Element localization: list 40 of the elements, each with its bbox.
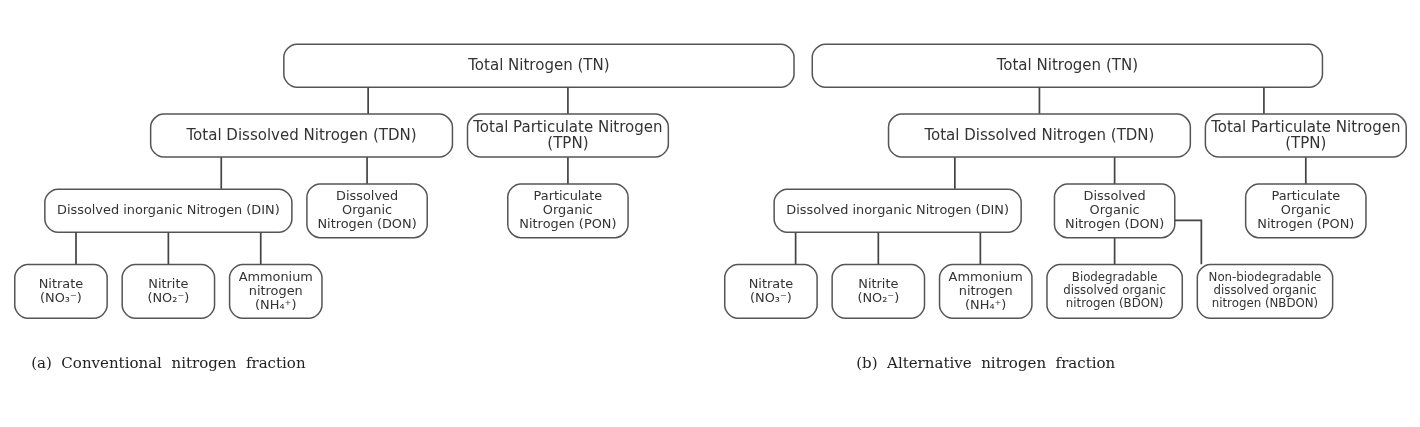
connector	[1304, 156, 1307, 185]
connector	[1262, 86, 1265, 114]
label: (b) Alternative nitrogen fraction	[855, 353, 1115, 372]
node-box: Dissolved Organic Nitrogen (DON)	[305, 182, 428, 238]
connector	[1113, 236, 1115, 265]
node-box: Total Dissolved Nitrogen (TDN)	[149, 112, 453, 158]
connector	[566, 86, 569, 114]
node-box: Particulate Organic Nitrogen (PON)	[506, 182, 629, 238]
connector	[794, 231, 796, 265]
connector	[259, 231, 262, 265]
node-box: Total Nitrogen (TN)	[282, 43, 795, 88]
connector	[1173, 219, 1202, 265]
node-box: Nitrate (NO₃⁻)	[13, 263, 108, 319]
connector	[366, 86, 369, 114]
node-box: Ammonium nitrogen (NH₄⁺)	[228, 263, 323, 319]
connector	[566, 156, 569, 185]
node-box: Particulate Organic Nitrogen (PON)	[1244, 182, 1367, 238]
node-box: Total Nitrogen (TN)	[811, 43, 1323, 88]
node-box: Nitrite (NO₂⁻)	[830, 263, 925, 319]
connector	[979, 231, 981, 265]
node-box: Total Particulate Nitrogen (TPN)	[1204, 112, 1407, 158]
label: (a) Conventional nitrogen fraction	[30, 353, 306, 372]
node-box: Nitrite (NO₂⁻)	[120, 263, 215, 319]
node-box: Dissolved inorganic Nitrogen (DIN)	[772, 188, 1022, 233]
connector	[1038, 86, 1040, 114]
connector	[1113, 156, 1115, 185]
connector	[876, 231, 879, 265]
node-box: Total Particulate Nitrogen (TPN)	[466, 112, 669, 158]
connector	[953, 156, 956, 190]
connector	[365, 156, 368, 185]
connector	[167, 231, 169, 265]
connector	[74, 231, 77, 265]
connector	[219, 156, 222, 190]
node-box: Dissolved Organic Nitrogen (DON)	[1053, 182, 1175, 238]
node-box: Nitrate (NO₃⁻)	[723, 263, 818, 319]
node-box: Ammonium nitrogen (NH₄⁺)	[938, 263, 1033, 319]
node-box: Total Dissolved Nitrogen (TDN)	[887, 112, 1191, 158]
node-box: Non-biodegradable dissolved organic nitrogen (NBDON)	[1196, 263, 1333, 319]
node-box: Dissolved inorganic Nitrogen (DIN)	[43, 188, 293, 233]
node-box: Biodegradable dissolved organic nitrogen (BDON)	[1045, 263, 1183, 319]
